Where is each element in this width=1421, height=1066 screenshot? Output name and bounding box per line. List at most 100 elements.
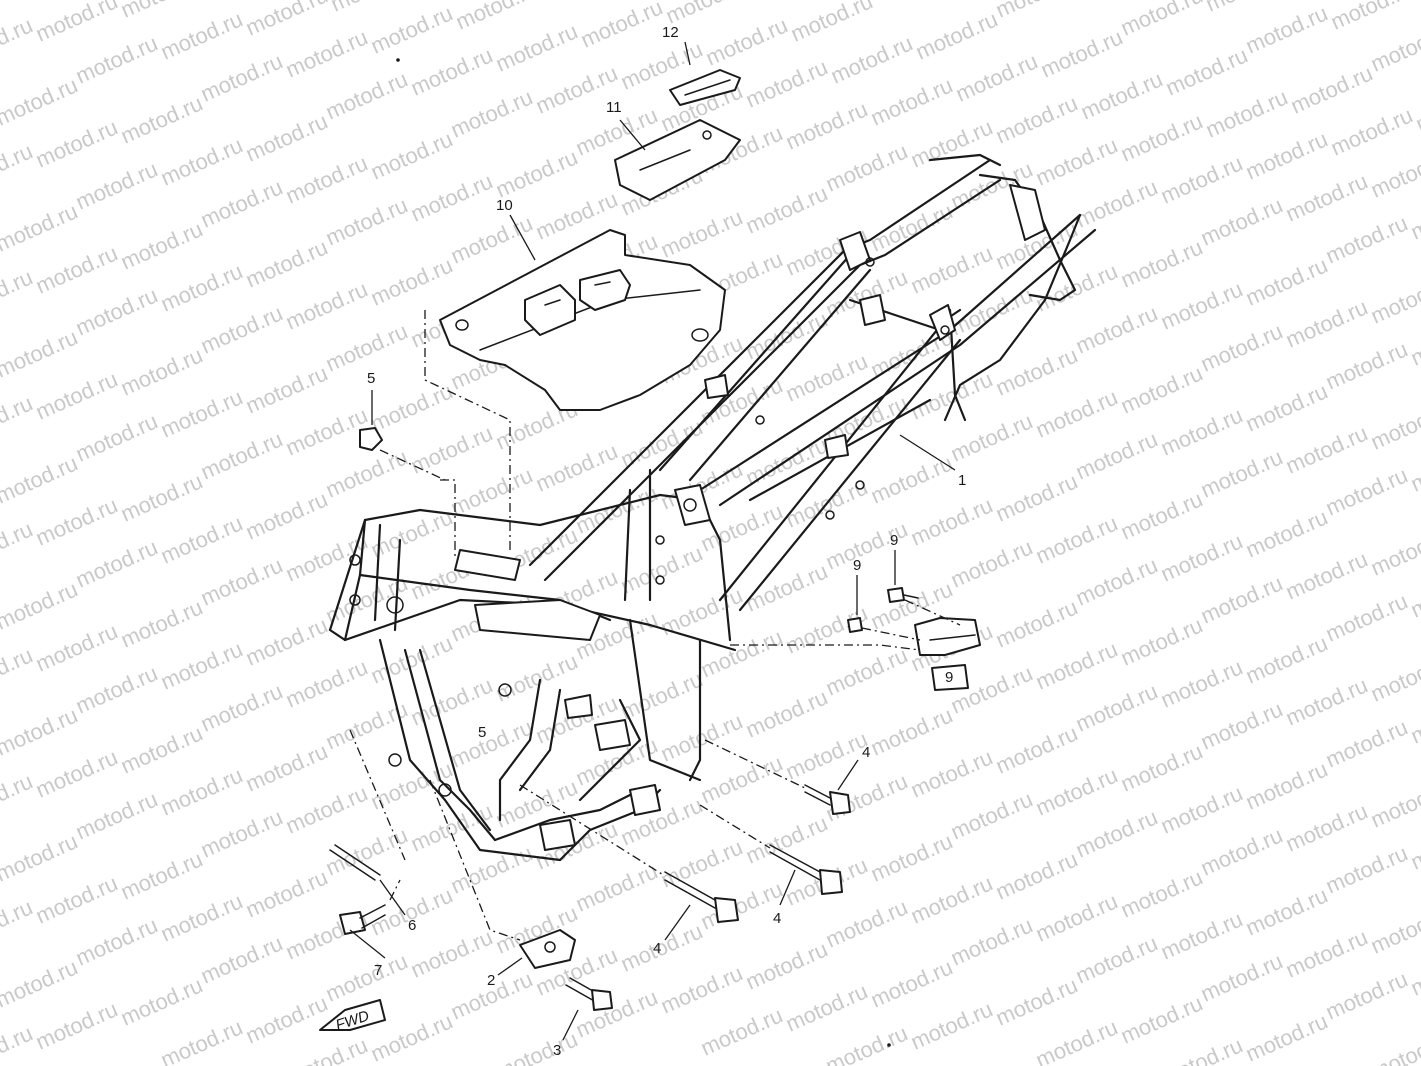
watermark-text: motod.ru (1367, 1026, 1421, 1066)
watermark-text: motod.ru (322, 696, 411, 754)
callout-leaders (349, 41, 956, 1041)
watermark-text: motod.ru (282, 528, 371, 586)
watermark-text: motod.ru (782, 96, 871, 154)
watermark-text: motod.ru (1032, 132, 1121, 190)
watermark-text: motod.ru (197, 300, 286, 358)
watermark-text: motod.ru (1202, 0, 1291, 17)
watermark-text: motod.ru (822, 138, 911, 196)
watermark-text: motod.ru (947, 912, 1036, 970)
panel-part-10 (424, 229, 726, 560)
watermark-text: motod.ru (242, 738, 331, 796)
watermark-text: motod.ru (1322, 336, 1411, 394)
watermark-text: motod.ru (1407, 942, 1421, 1000)
callout-1: 1 (958, 472, 966, 489)
watermark-text: motod.ru (1197, 948, 1286, 1006)
watermark-text: motod.ru (0, 138, 36, 196)
watermark-text: motod.ru (1282, 168, 1371, 226)
watermark-text: motod.ru (1242, 252, 1331, 310)
watermark-text: motod.ru (1197, 444, 1286, 502)
bracket-part-2 (429, 779, 576, 969)
watermark-text: motod.ru (0, 516, 36, 574)
watermark-text: motod.ru (32, 744, 121, 802)
watermark-text: motod.ru (72, 660, 161, 718)
watermark-text: motod.ru (157, 1014, 246, 1066)
callout-9-b: 9 (853, 557, 861, 574)
frame-part-1 (328, 153, 1097, 862)
watermark-text: motod.ru (1407, 564, 1421, 622)
bolt-part-3 (565, 977, 613, 1011)
watermark-text: motod.ru (1407, 312, 1421, 370)
watermark-text: motod.ru (992, 0, 1081, 23)
watermark-text: motod.ru (697, 498, 786, 556)
watermark-text: motod.ru (822, 1020, 911, 1066)
watermark-text: motod.ru (617, 666, 706, 724)
watermark-text: motod.ru (492, 144, 581, 202)
nut-part-5-upper (359, 427, 446, 481)
watermark-text: motod.ru (1157, 906, 1246, 964)
watermark-text: motod.ru (827, 30, 916, 88)
watermark-text: motod.ru (1322, 210, 1411, 268)
watermark-text: motod.ru (0, 390, 36, 448)
watermark-text: motod.ru (787, 0, 876, 47)
watermark-text: motod.ru (242, 108, 331, 166)
callout-7: 7 (374, 962, 382, 979)
watermark-text: motod.ru (617, 918, 706, 976)
watermark-text: motod.ru (1037, 24, 1126, 82)
watermark-text: motod.ru (282, 1032, 371, 1066)
watermark-text: motod.ru (742, 54, 831, 112)
watermark-text: motod.ru (1407, 690, 1421, 748)
watermark-text: motod.ru (1322, 588, 1411, 646)
watermark-text: motod.ru (32, 618, 121, 676)
watermark-text: motod.ru (907, 492, 996, 550)
callout-4-b: 4 (773, 910, 781, 927)
watermark-text: motod.ru (697, 1002, 786, 1060)
watermark-text: motod.ru (0, 324, 81, 382)
watermark-text: motod.ru (742, 936, 831, 994)
watermark-text: motod.ru (1287, 60, 1376, 118)
damper-part-9: 9 (730, 587, 981, 691)
watermark-text: motod.ru (1117, 990, 1206, 1048)
watermark-text: motod.ru (117, 594, 206, 652)
watermark-text: motod.ru (117, 90, 206, 148)
watermark-text: motod.ru (117, 342, 206, 400)
watermark-text: motod.ru (492, 1026, 581, 1066)
watermark-text: motod.ru (367, 378, 456, 436)
watermark-text: motod.ru (992, 468, 1081, 526)
watermark-text: motod.ru (1242, 630, 1331, 688)
watermark-text: motod.ru (1367, 18, 1421, 76)
watermark-text: motod.ru (197, 804, 286, 862)
callout-11: 11 (606, 99, 622, 116)
callout-2: 2 (487, 972, 495, 989)
watermark-text: motod.ru (282, 402, 371, 460)
watermark-text: motod.ru (32, 240, 121, 298)
watermark-text: motod.ru (1032, 762, 1121, 820)
watermark-text: motod.ru (992, 594, 1081, 652)
watermark-text: motod.ru (1322, 714, 1411, 772)
watermark-text: motod.ru (157, 636, 246, 694)
callout-4-c: 4 (653, 940, 661, 957)
watermark-text: motod.ru (992, 972, 1081, 1030)
watermark-text: motod.ru (907, 240, 996, 298)
watermark-text: motod.ru (157, 258, 246, 316)
watermark-text: motod.ru (782, 726, 871, 784)
watermark-text: motod.ru (1367, 270, 1421, 328)
watermark-text: motod.ru (697, 624, 786, 682)
watermark-text: motod.ru (1282, 672, 1371, 730)
callout-10: 10 (496, 197, 513, 214)
watermark-text: motod.ru (907, 996, 996, 1054)
watermark-text: motod.ru (947, 786, 1036, 844)
watermark-text: motod.ru (157, 132, 246, 190)
watermark-text: motod.ru (322, 822, 411, 880)
watermark-text: motod.ru (1322, 462, 1411, 520)
watermark-text: motod.ru (1407, 438, 1421, 496)
watermark-text: motod.ru (1032, 510, 1121, 568)
watermark-text: motod.ru (577, 0, 666, 53)
watermark-text: motod.ru (952, 48, 1041, 106)
watermark-text: motod.ru (657, 708, 746, 766)
watermark-text: motod.ru (1072, 300, 1161, 358)
watermark-text: motod.ru (1322, 966, 1411, 1024)
watermark-text: motod.ru (1072, 174, 1161, 232)
watermark-text: motod.ru (242, 360, 331, 418)
watermark-text: motod.ru (1032, 258, 1121, 316)
watermark-text: motod.ru (1117, 864, 1206, 922)
